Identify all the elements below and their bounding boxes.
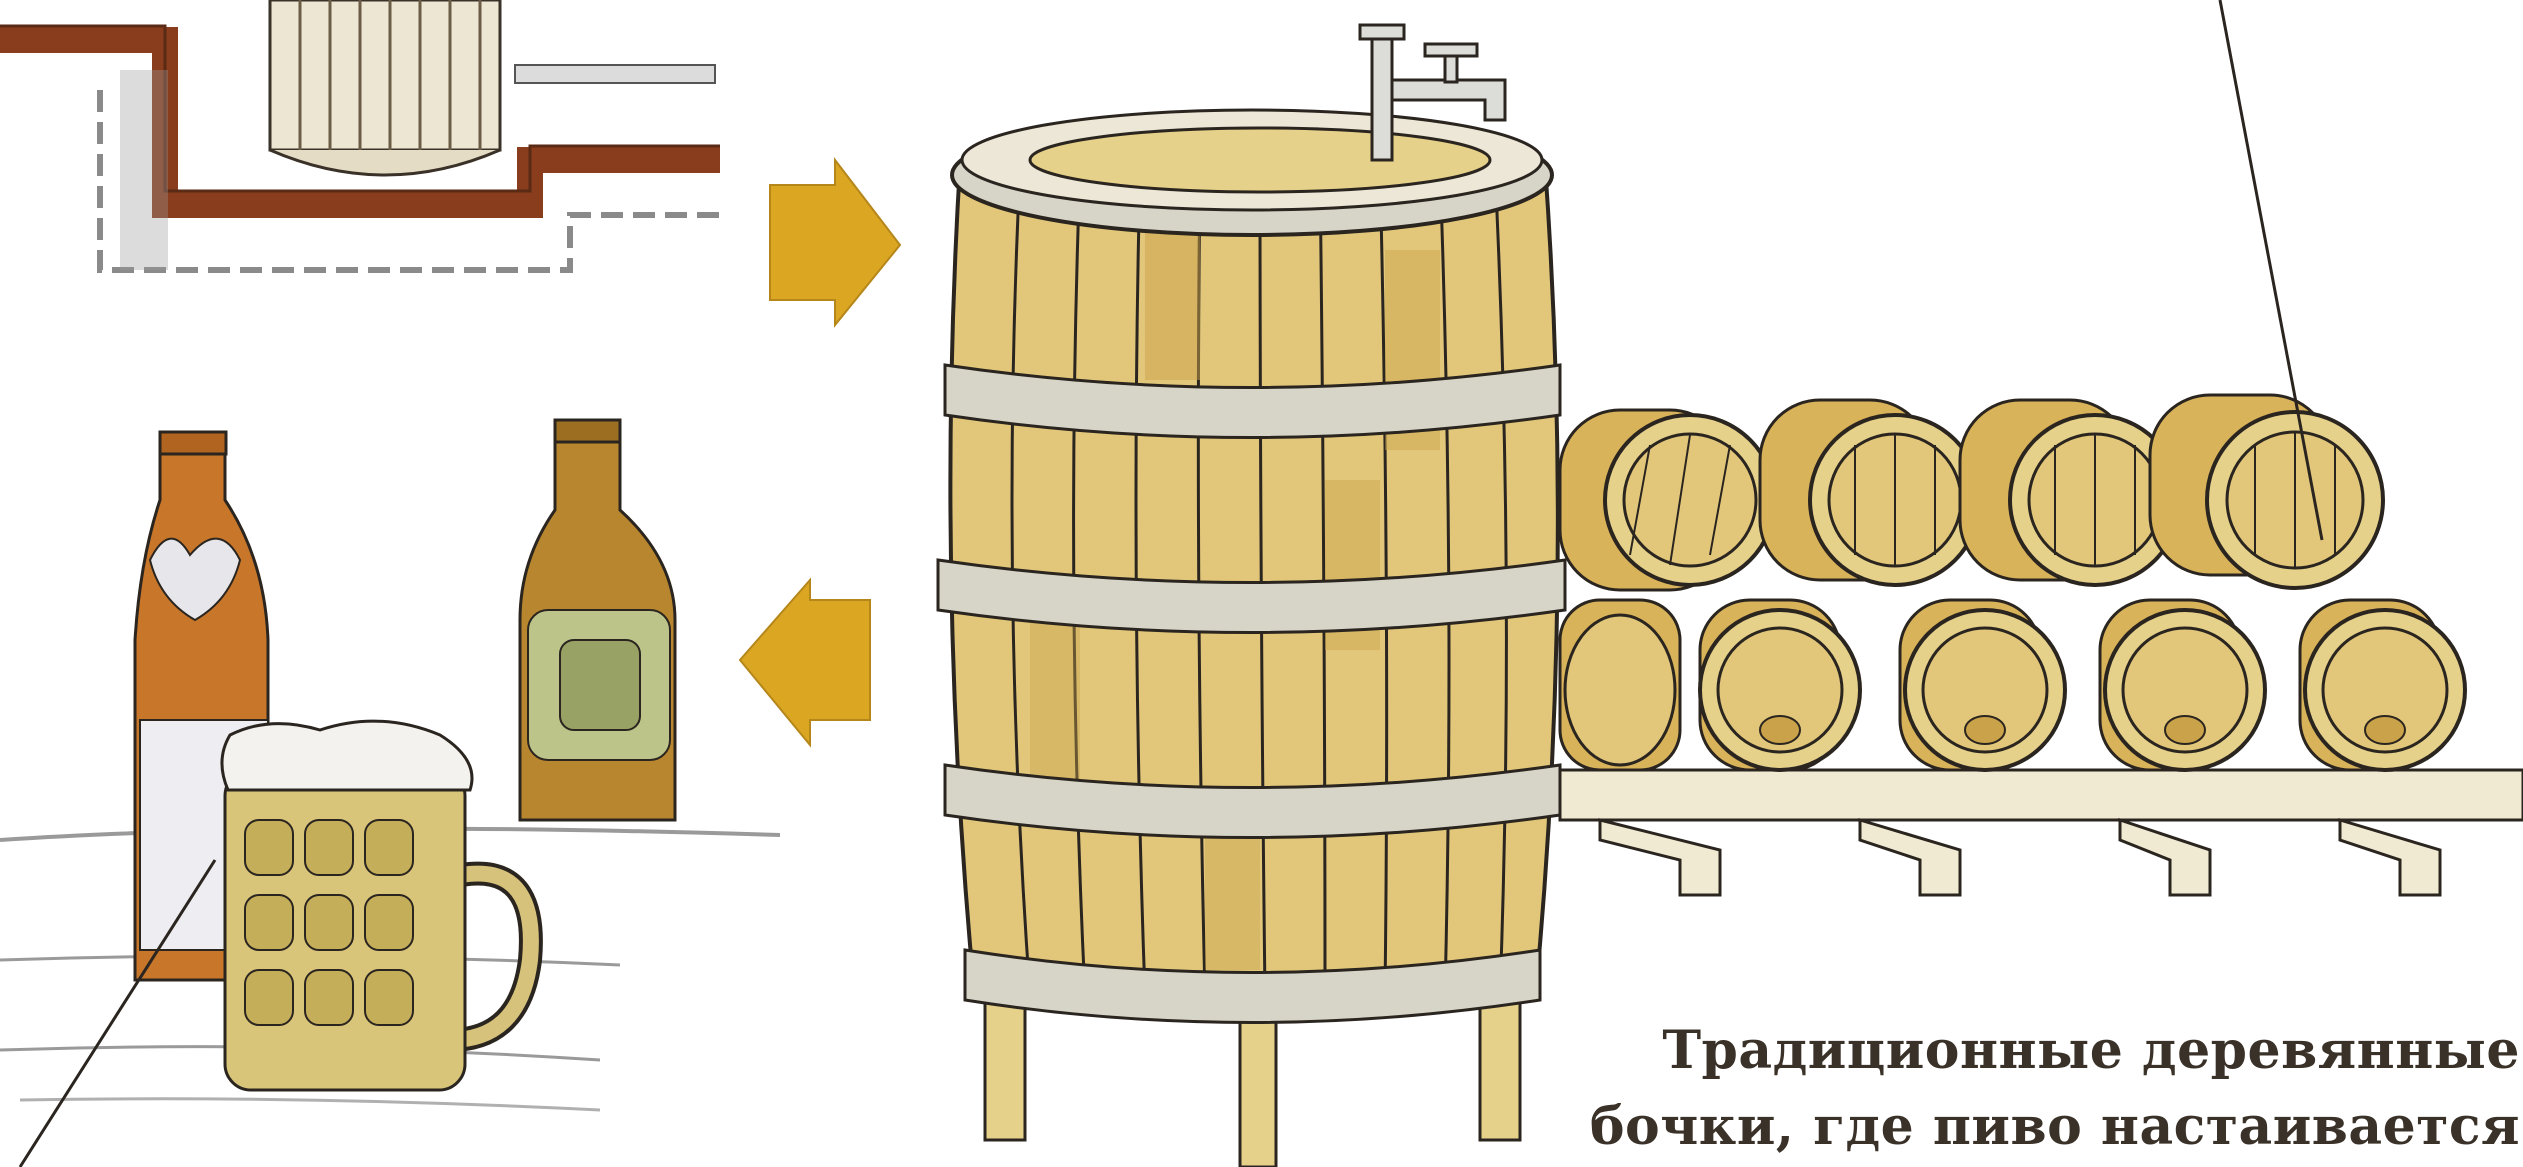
caption-line-1: Традиционные деревянные: [1560, 1020, 2520, 1081]
arrow-right-icon: [770, 160, 900, 325]
barrel-rack: [1560, 0, 2523, 895]
rack-barrel: [1900, 600, 2065, 770]
brewing-apparatus: [0, 0, 720, 270]
rack-barrel: [1760, 400, 1980, 585]
rack-barrel: [2100, 600, 2265, 770]
green-bottle: [520, 420, 675, 820]
arrow-left-icon: [740, 580, 870, 745]
upright-barrel: [938, 110, 1565, 1167]
rack-barrel: [2150, 395, 2383, 588]
beer-mug: [222, 721, 531, 1090]
pointer-line: [20, 860, 215, 1167]
rack-barrel: [1560, 600, 1680, 770]
rack-barrel: [1700, 600, 1860, 770]
rack-barrel: [1560, 410, 1775, 590]
caption-line-2: бочки, где пиво настаивается: [1560, 1096, 2520, 1157]
rack-barrel: [1960, 400, 2180, 585]
rack-barrel: [2300, 600, 2465, 770]
